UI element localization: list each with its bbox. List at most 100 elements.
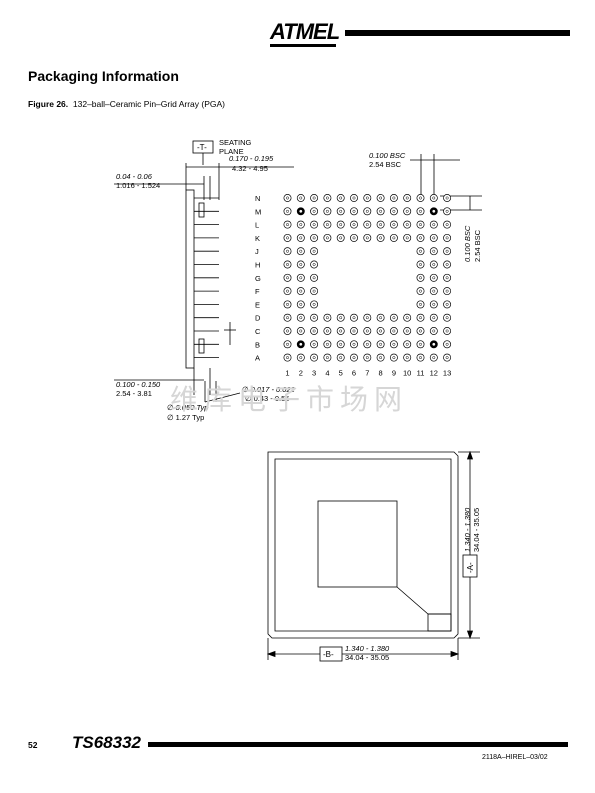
- figure-caption-label: Figure 26.: [28, 99, 69, 109]
- pin-center: [419, 196, 422, 200]
- section-title: Packaging Information: [28, 68, 179, 84]
- side-view: [114, 140, 294, 403]
- pin-center: [419, 329, 422, 333]
- pin-center: [392, 356, 396, 360]
- logo-underline: [270, 44, 336, 47]
- pin-center: [299, 196, 303, 200]
- pin-center: [286, 289, 289, 293]
- column-label: 6: [352, 369, 356, 378]
- pin-center: [339, 196, 343, 200]
- pin-center: [286, 263, 289, 266]
- pin-center: [352, 209, 356, 213]
- footer-rule: [148, 742, 568, 747]
- pin-center: [352, 316, 356, 320]
- row-label: E: [255, 300, 260, 309]
- pin-center: [379, 209, 383, 213]
- footer-product-title: TS68332: [72, 733, 141, 752]
- pin-center: [365, 223, 369, 227]
- pin-center: [405, 223, 409, 227]
- dim-pindia-mm: ∅ 0.43 - 0.55: [245, 394, 289, 403]
- seating-plane-label-1: SEATING: [219, 138, 252, 147]
- pin-center: [286, 356, 289, 360]
- dim-v-mm: 34.04 - 35.05: [472, 508, 481, 552]
- pin-center: [392, 236, 396, 240]
- row-label: C: [255, 327, 261, 336]
- column-label: 10: [403, 369, 411, 378]
- pin-center: [419, 236, 422, 240]
- pin-center: [419, 342, 422, 346]
- pin-center: [339, 356, 343, 360]
- pin-center: [419, 276, 422, 280]
- pin-center: [365, 196, 369, 200]
- bottom-view: [266, 450, 480, 662]
- pin-center: [405, 356, 409, 360]
- pin-center: [299, 316, 303, 320]
- dim-standoffdia-in: ∅ 0.050 Typ: [167, 403, 208, 412]
- pin-center: [312, 276, 316, 280]
- row-label: N: [255, 194, 260, 203]
- pin-center: [312, 249, 316, 253]
- column-label: 5: [339, 369, 343, 378]
- pin-center: [325, 356, 329, 360]
- pin-center: [432, 249, 436, 253]
- dim-v-in: 1.340 - 1.380: [463, 507, 472, 552]
- row-label: J: [255, 247, 259, 256]
- dim-pinlen-in: 0.100 - 0.150: [116, 380, 161, 389]
- pin-center: [339, 223, 343, 227]
- pin-center: [445, 289, 449, 293]
- pin-center: [339, 316, 343, 320]
- pin-center: [339, 329, 343, 333]
- pin-center: [299, 329, 303, 333]
- pin-center: [325, 223, 329, 227]
- row-label: M: [255, 207, 261, 216]
- pin-center: [445, 329, 449, 333]
- pin-grid: [283, 194, 452, 362]
- column-label: 1: [285, 369, 289, 378]
- pitch-top-in: 0.100 BSC: [369, 151, 406, 160]
- pin-center: [365, 316, 369, 320]
- pin-center: [365, 342, 369, 346]
- pin-center: [339, 209, 343, 213]
- pin-center: [445, 236, 449, 240]
- pin-center: [419, 316, 422, 320]
- dim-h-in: 1.340 - 1.380: [345, 644, 390, 653]
- row-label: A: [255, 354, 260, 363]
- pin-center: [286, 316, 289, 320]
- package-outline: [267, 451, 459, 639]
- pin-center: [379, 342, 383, 346]
- pin-center: [352, 342, 356, 346]
- row-label: K: [255, 234, 260, 243]
- pin-center: [445, 276, 449, 280]
- footer-doc-reference: 2118A–HIREL–03/02: [482, 754, 548, 761]
- header-rule: [345, 30, 570, 36]
- pin-center: [299, 289, 303, 293]
- column-label: 13: [443, 369, 451, 378]
- pin-center: [392, 329, 396, 333]
- pin-center: [312, 329, 316, 333]
- pin-center: [419, 223, 422, 227]
- pin-center: [312, 356, 316, 360]
- pin-center: [432, 196, 436, 200]
- pin-center: [445, 316, 449, 320]
- pin-center: [325, 196, 329, 200]
- pin-center: [432, 236, 436, 240]
- pin-center: [379, 329, 383, 333]
- pin-center: [286, 236, 289, 240]
- column-label: 7: [365, 369, 369, 378]
- pin-center: [405, 236, 409, 240]
- index-chamfer-line: [396, 586, 451, 615]
- pin-center: [339, 236, 343, 240]
- pin-center: [325, 316, 329, 320]
- side-view-labels: -T- SEATING PLANE 0.170 - 0.195 4.32 - 4…: [116, 138, 296, 422]
- dim-standoffdia-mm: ∅ 1.27 Typ: [167, 413, 204, 422]
- pin-center: [419, 289, 422, 293]
- pin-center: [299, 302, 303, 306]
- pin-center: [392, 342, 396, 346]
- pin-center: [299, 236, 303, 240]
- pin-center: [432, 289, 436, 293]
- pin-center: [312, 342, 316, 346]
- datum-a-label: -A-: [466, 562, 475, 573]
- column-label: 3: [312, 369, 316, 378]
